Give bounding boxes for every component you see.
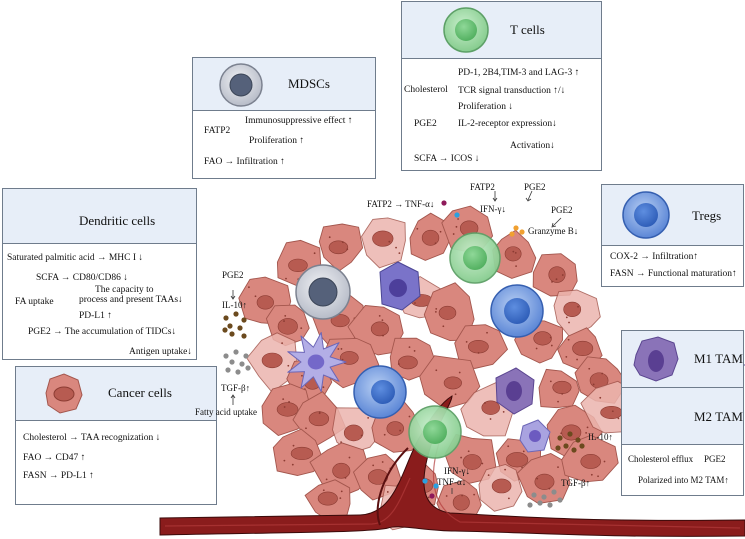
cytokine-dots	[222, 200, 585, 508]
tregs-panel: Tregs COX-2 → Infiltration↑ FASN → Funct…	[601, 184, 744, 287]
dendritic-cell-icon	[379, 261, 421, 311]
m1-tam-title: M1 TAM	[694, 351, 743, 366]
cancer-cell-header-icon	[45, 373, 83, 414]
tam-panel: M1 TAM M2 TAM Cholesterol efflux PGE2 Po…	[621, 330, 744, 496]
cancer-fasn: FASN → PD-L1 ↑	[23, 471, 94, 481]
cancer-title: Cancer cells	[108, 385, 172, 400]
dendritic-palmitic: Saturated palmitic acid → MHC I ↓	[7, 253, 144, 263]
t-cell-icon-2	[408, 405, 462, 459]
tregs-cox2: COX-2 → Infiltration↑	[610, 252, 699, 262]
mdscs-fatp2: FATP2	[204, 126, 231, 136]
t-cell-header-icon	[443, 7, 489, 53]
immune-cells	[295, 232, 551, 459]
dendritic-fa-uptake: FA uptake	[15, 297, 54, 307]
dendritic-antigen: Antigen uptake↓	[129, 347, 193, 357]
tcells-panel: T cells Cholesterol PD-1, 2B4,TIM-3 and …	[401, 1, 602, 171]
mdscs-title: MDSCs	[288, 76, 330, 91]
dendritic-scfa: SCFA → CD80/CD86 ↓	[36, 273, 128, 283]
label-pge2-granzyme: PGE2	[551, 205, 573, 215]
t-cell-icon	[449, 232, 501, 284]
mdscs-proliferation: Proliferation ↑	[249, 136, 305, 146]
label-tgf-left: TGF-β↑	[221, 383, 251, 393]
dendritic-panel-header	[3, 189, 196, 244]
dendritic-panel: Dendritic cells Saturated palmitic acid …	[2, 188, 197, 360]
tcells-tcr: TCR signal transduction ↑/↓	[458, 86, 566, 96]
m2-tam-header	[622, 388, 743, 445]
treg-cell-icon-2	[353, 365, 407, 419]
tcells-cholesterol: Cholesterol	[404, 85, 448, 95]
tcells-checkpoints: PD-1, 2B4,TIM-3 and LAG-3 ↑	[458, 68, 580, 78]
mdscs-immuno: Immunosuppressive effect ↑	[245, 116, 353, 126]
label-fatp2-tnf: FATP2 → TNF-α↓	[367, 199, 435, 209]
tregs-fasn: FASN → Functional maturation↑	[610, 269, 737, 279]
mdscs-fao: FAO → Infiltration ↑	[204, 157, 285, 167]
tcells-pge2: PGE2	[414, 119, 437, 129]
cancer-cell-cluster	[238, 205, 634, 531]
mdscs-panel: MDSCs FATP2 Immunosuppressive effect ↑ P…	[192, 57, 376, 179]
dendritic-capacity-1: The capacity to	[95, 285, 154, 295]
tam-cell-icon	[495, 367, 535, 415]
label-fatp2: FATP2	[470, 182, 495, 192]
cancer-fao: FAO → CD47 ↑	[23, 453, 86, 463]
label-pge2-top: PGE2	[524, 182, 546, 192]
tcells-panel-header	[402, 2, 601, 59]
tam-polarized: Polarized into M2 TAM↑	[638, 475, 729, 485]
tcells-scfa: SCFA → ICOS ↓	[414, 154, 480, 164]
treg-header-icon	[622, 191, 670, 239]
tcells-proliferation: Proliferation ↓	[458, 102, 514, 112]
m2-tam-title: M2 TAM	[694, 409, 743, 424]
label-tnf-bottom: TNF-α↓	[437, 477, 467, 487]
label-il10-right: IL-10↑	[588, 432, 613, 442]
dendritic-cell-icon-2	[519, 419, 551, 453]
tcells-activation: Activation↓	[510, 141, 555, 151]
dendritic-cell-free-icon	[287, 332, 347, 392]
cancer-panel: Cancer cells Cholesterol → TAA recogniza…	[15, 366, 217, 505]
mdsc-header-icon	[219, 63, 263, 107]
tam-pge2: PGE2	[704, 454, 726, 464]
label-fa-uptake: Fatty acid uptake	[195, 407, 257, 417]
label-pge2-left: PGE2	[222, 270, 244, 280]
dendritic-title: Dendritic cells	[79, 213, 156, 228]
label-il10-left: IL-10↑	[222, 300, 247, 310]
tcells-title: T cells	[510, 22, 545, 37]
dendritic-pdl1: PD-L1 ↑	[79, 311, 112, 321]
treg-cell-icon	[490, 284, 544, 338]
tam-cholesterol-efflux: Cholesterol efflux	[628, 454, 694, 464]
label-tgf-right: TGF-β↑	[561, 478, 591, 488]
mdsc-cell-icon	[295, 264, 351, 320]
label-ifn-top: IFN-γ↓	[480, 204, 506, 214]
tregs-title: Tregs	[692, 208, 722, 223]
m1-tam-header-icon	[633, 336, 679, 382]
dendritic-capacity-2: process and present TAAs↓	[79, 295, 183, 305]
dendritic-pge2: PGE2 → The accumulation of TIDCs↓	[28, 327, 177, 337]
cancer-cholesterol: Cholesterol → TAA recognization ↓	[23, 433, 161, 443]
label-granzyme: Granzyme B↓	[528, 226, 579, 236]
label-ifn-bottom: IFN-γ↓	[444, 466, 470, 476]
tcells-il2: IL-2-receptor expression↓	[458, 119, 557, 129]
